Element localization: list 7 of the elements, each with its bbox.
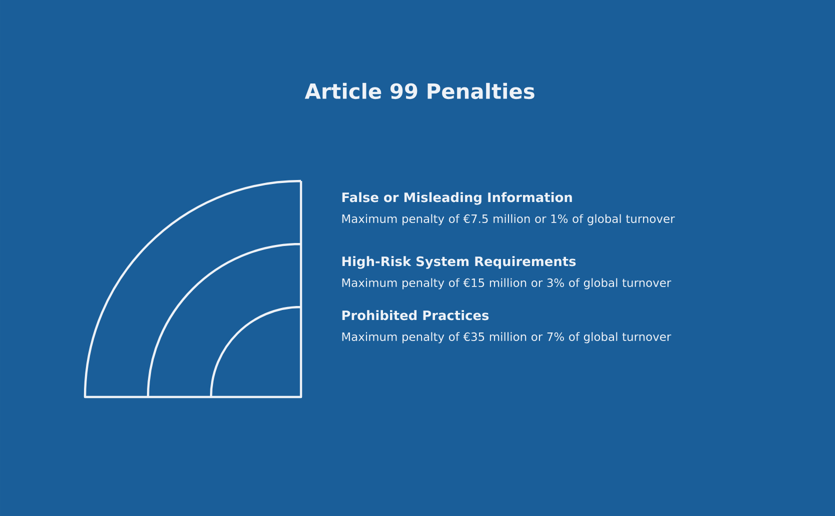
title: Article 99 Penalties: [304, 82, 534, 100]
heading: False or Misleading Information: [342, 192, 572, 205]
heading: High-Risk System Requirements: [342, 256, 576, 269]
description: Maximum penalty of €7.5 million or 1% of global turnover: [342, 214, 675, 226]
description: Maximum penalty of €35 million or 7% of global turnover: [342, 332, 672, 344]
description: Maximum penalty of €15 million or 3% of global turnover: [342, 278, 672, 290]
heading: Prohibited Practices: [342, 310, 489, 320]
